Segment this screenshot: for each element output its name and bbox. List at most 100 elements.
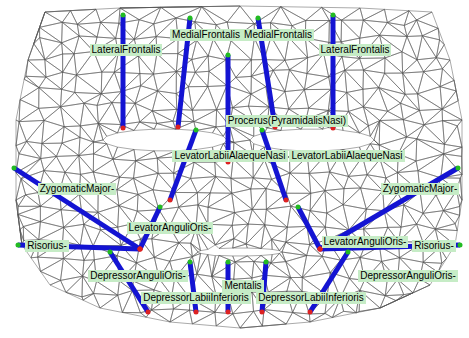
mesh-triangle [152,239,179,258]
mesh-triangle [93,154,113,172]
mesh-triangle [101,72,114,94]
mesh-triangle [39,77,62,89]
mesh-triangle [170,310,192,324]
mesh-triangle [61,276,83,292]
mesh-triangle [133,161,158,178]
mesh-triangle [44,156,65,172]
label-text: MedialFrontalis [172,29,240,41]
label-text: LevatorAnguliOris- [324,236,407,248]
muscle-label: LateralFrontalis [90,44,163,56]
mesh-triangle [348,175,367,188]
mesh-triangle [56,143,78,156]
muscle-anchor [226,260,231,265]
mesh-triangle [65,156,80,175]
mesh-triangle [436,58,450,69]
muscle-label: LevatorLabiiAlaequeNasi [289,150,404,162]
mesh-triangle [139,7,161,24]
mesh-triangle [62,22,80,43]
muscle-line [262,130,286,200]
mesh-triangle [176,7,202,22]
mesh-triangle [194,110,217,127]
mesh-triangle [62,127,80,143]
mesh-triangle [424,109,442,125]
mesh-triangle [84,103,98,123]
mesh-triangle [285,70,304,92]
mesh-triangle [265,128,281,133]
mesh-triangle [189,310,214,324]
mesh-triangle [134,150,154,161]
muscle-line [226,55,231,162]
mesh-triangle [40,206,61,221]
label-text: LateralFrontalis [321,44,390,56]
mesh-triangle [202,7,228,25]
mesh-triangle [62,11,77,25]
label-text: DepressorLabiiInferioris [143,292,249,304]
muscle-anchor [146,310,151,315]
mesh-triangle [138,54,156,74]
muscle-label: DepressorAnguliOris- [88,270,188,282]
mesh-triangle [271,239,279,250]
mesh-triangle [135,103,152,122]
muscle-anchor [12,166,17,171]
mesh-triangle [64,126,80,137]
mesh-triangle [61,259,83,281]
mesh-triangle [436,40,444,58]
label-text: Risorius- [414,240,453,252]
mesh-triangle [152,109,176,121]
mesh-triangle [309,89,331,110]
mesh-triangle [309,173,325,193]
mesh-triangle [246,225,265,249]
mesh-triangle [192,56,208,72]
mesh-triangle [79,156,94,175]
mesh-triangle [98,103,120,125]
mesh-triangle [253,178,271,189]
mesh-triangle [403,110,424,124]
muscle-line [14,168,140,249]
mesh-triangle [40,271,60,285]
muscle-label: Risorius- [412,240,455,252]
mesh-triangle [325,191,343,213]
mesh-triangle [82,293,94,300]
mesh-triangle [403,72,424,94]
mesh-triangle [19,100,39,122]
mesh-triangle [363,58,385,73]
muscle-anchor [264,260,269,265]
mesh-triangle [61,92,84,106]
mesh-triangle [101,22,119,38]
mesh-triangle [281,7,306,26]
mesh-triangle [327,205,349,230]
mesh-triangle [345,70,363,92]
mesh-triangle [289,58,307,74]
mesh-triangle [407,125,425,139]
mesh-triangle [442,101,462,120]
mesh-triangle [94,281,118,295]
muscle-anchor [188,16,193,21]
mesh-triangle [40,27,62,42]
mesh-triangle [424,58,443,72]
mesh-triangle [39,222,64,240]
muscle-label: Risorius- [25,240,68,252]
mesh-triangle [374,121,380,145]
mesh-triangle [240,311,262,328]
mesh-triangle [76,72,101,94]
muscle-anchor [256,16,261,21]
mesh-triangle [286,226,310,244]
mesh-triangle [401,103,420,119]
mesh-triangle [71,9,97,24]
mesh-triangle [56,156,78,173]
label-text: LevatorLabiiAlaequeNasi [291,150,402,162]
mesh-triangle [235,256,254,262]
mesh-triangle [80,123,98,142]
mesh-triangle [407,36,422,60]
mesh-triangle [117,177,133,189]
mesh-triangle [360,20,380,38]
muscle-anchor [16,243,21,248]
mesh-triangle [157,54,178,72]
mesh-triangle [251,178,266,189]
muscle-label: DepressorLabiiInferioris [141,292,251,304]
muscle-anchor [168,198,173,203]
mesh-triangle [227,6,254,24]
mesh-triangle [175,192,197,207]
mesh-triangle [151,309,173,322]
mesh-triangle [208,86,227,110]
